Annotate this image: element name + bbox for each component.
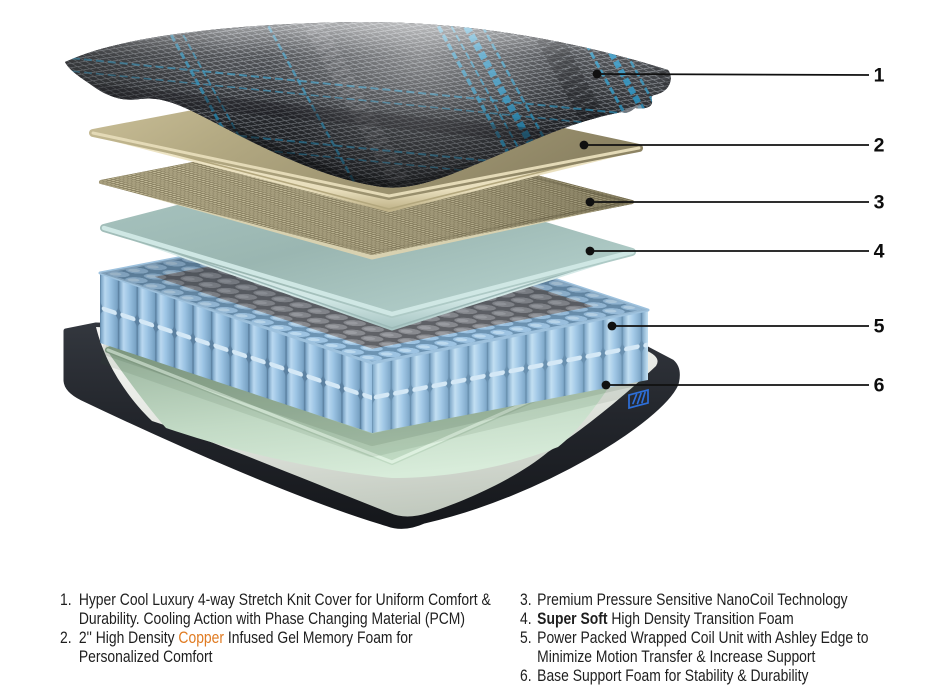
svg-text:6: 6 — [874, 375, 885, 397]
svg-text:2: 2 — [874, 135, 885, 157]
svg-text:4: 4 — [874, 241, 885, 263]
svg-text:5: 5 — [874, 316, 885, 338]
svg-text:1: 1 — [874, 65, 885, 87]
svg-text:3: 3 — [874, 192, 885, 214]
